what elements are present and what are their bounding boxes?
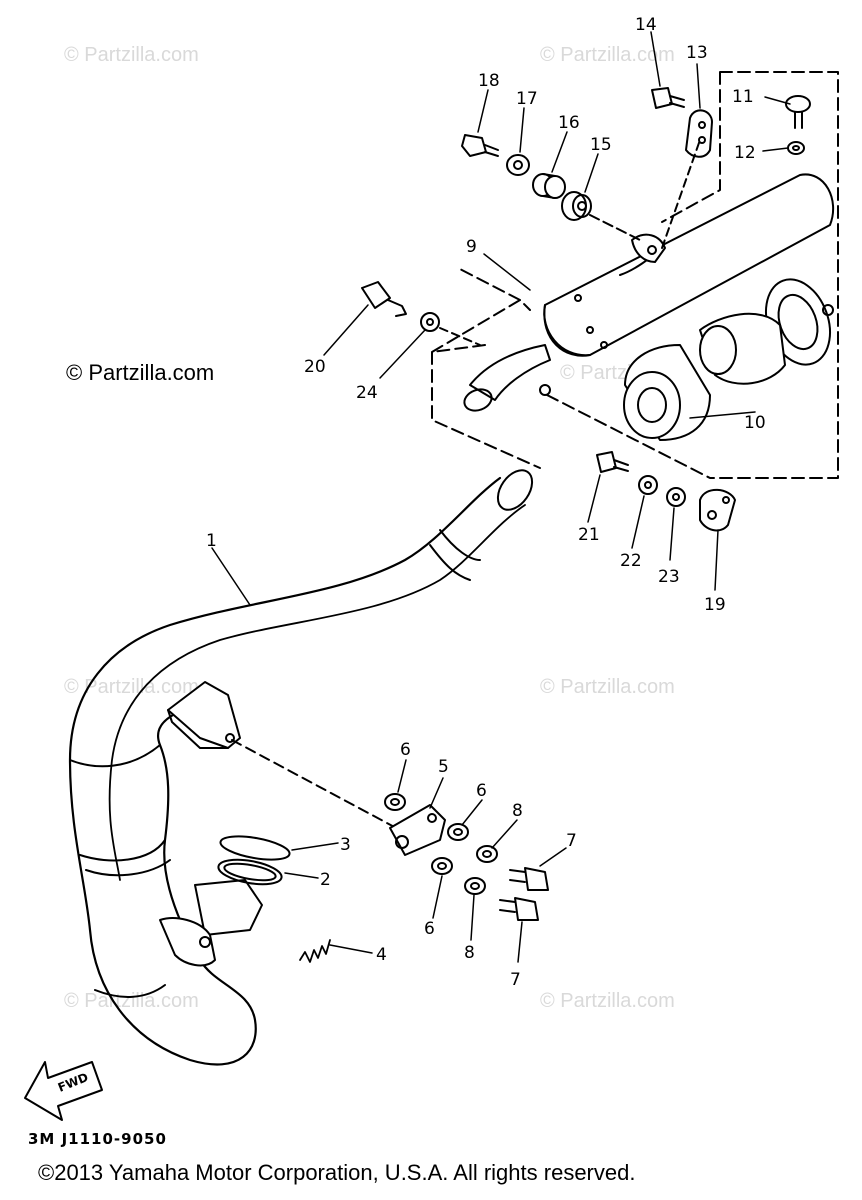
watermark-main: © Partzilla.com (66, 360, 215, 385)
part-label-11: 11 (732, 87, 754, 107)
part-label-10: 10 (744, 413, 766, 433)
watermark-top-left: © Partzilla.com (64, 44, 199, 66)
part-labels: 1 2 3 4 5 6 6 6 7 7 8 8 9 10 11 12 13 14… (206, 15, 766, 990)
exhaust-pipe (68, 469, 534, 1066)
watermark-mid-right: © Partzilla.com (540, 676, 675, 698)
part-label-24: 24 (356, 383, 378, 403)
washers (384, 793, 498, 895)
spring (299, 939, 331, 963)
fwd-arrow (24, 1061, 103, 1121)
bracket-5 (389, 804, 446, 856)
part-label-21: 21 (578, 525, 600, 545)
part-label-1: 1 (206, 531, 217, 551)
part-label-12: 12 (734, 143, 756, 163)
leader-lines (211, 31, 791, 963)
part-label-6c: 6 (424, 919, 435, 939)
muffler (463, 173, 835, 441)
gasket-rings (217, 835, 291, 886)
part-label-7a: 7 (566, 831, 577, 851)
copyright-notice: ©2013 Yamaha Motor Corporation, U.S.A. A… (38, 1160, 636, 1185)
bolts-7 (499, 867, 549, 921)
part-label-23: 23 (658, 567, 680, 587)
part-label-15: 15 (590, 135, 612, 155)
part-label-17: 17 (516, 89, 538, 109)
part-label-4: 4 (376, 945, 387, 965)
part-label-16: 16 (558, 113, 580, 133)
part-label-9: 9 (466, 237, 477, 257)
part-label-19: 19 (704, 595, 726, 615)
watermark-low-right: © Partzilla.com (540, 990, 675, 1012)
diagram-code: 3M J1110-9050 (28, 1130, 167, 1148)
part-label-6a: 6 (400, 740, 411, 760)
part-label-18: 18 (478, 71, 500, 91)
part-label-22: 22 (620, 551, 642, 571)
leader-bracket (231, 739, 401, 831)
part-label-5: 5 (438, 757, 449, 777)
part-label-20: 20 (304, 357, 326, 377)
upper-hardware (361, 87, 811, 532)
part-label-8b: 8 (464, 943, 475, 963)
watermark-top-right: © Partzilla.com (540, 44, 675, 66)
part-label-7b: 7 (510, 970, 521, 990)
part-label-13: 13 (686, 43, 708, 63)
part-label-3: 3 (340, 835, 351, 855)
watermark-low-left: © Partzilla.com (64, 990, 199, 1012)
watermark-mid-left: © Partzilla.com (64, 676, 199, 698)
part-label-14: 14 (635, 15, 657, 35)
part-label-6b: 6 (476, 781, 487, 801)
part-label-8a: 8 (512, 801, 523, 821)
part-label-2: 2 (320, 870, 331, 890)
